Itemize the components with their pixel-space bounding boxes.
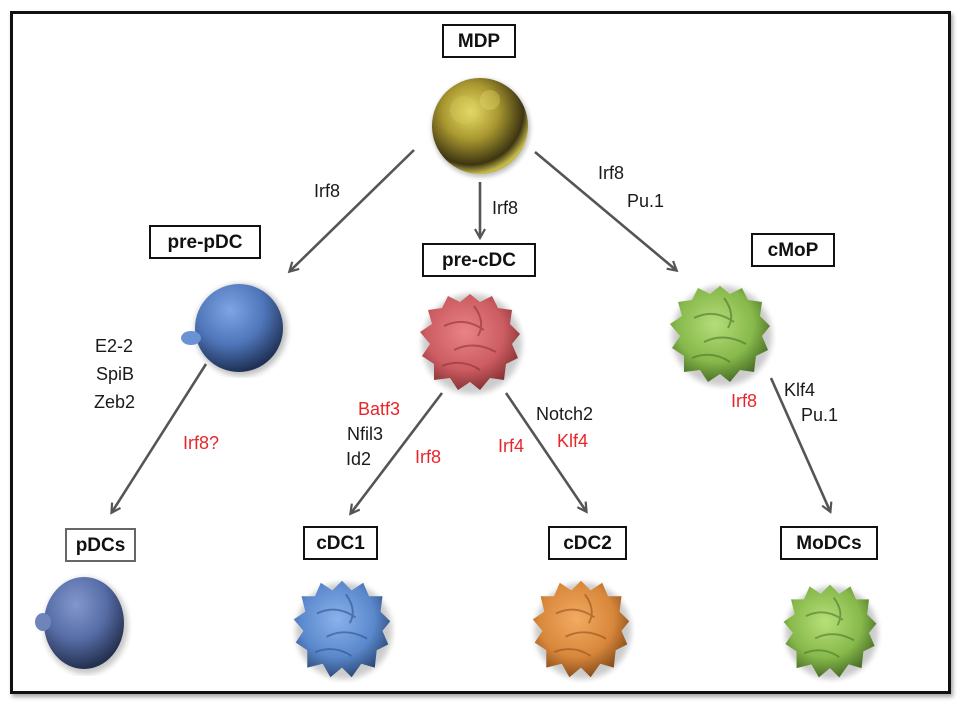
arrow-pre-cdc-to-cdc1: [351, 392, 444, 513]
node-label-mdp: MDP: [442, 24, 516, 58]
node-label-pre-pdc: pre-pDC: [149, 225, 261, 259]
regulator-mdp-pre-pdc-irf8: Irf8: [314, 181, 341, 201]
regulator-mdp-cmop-irf8: Irf8: [598, 163, 625, 183]
cdc1-cell-icon: [293, 580, 393, 680]
regulator-cdc2-klf4: Klf4: [557, 431, 589, 451]
node-label-cdc2: cDC2: [548, 526, 627, 560]
regulator-cdc1-nfil3: Nfil3: [347, 424, 384, 444]
regulator-cdc2-irf4: Irf4: [498, 436, 525, 456]
arrow-cmop-to-modcs: [769, 377, 830, 511]
modcs-cell-icon: [783, 584, 879, 680]
regulator-pdc-spib: SpiB: [96, 364, 135, 384]
pre-cdc-cell-icon: [420, 294, 522, 394]
pre-pdc-cell-icon: [181, 284, 287, 376]
regulator-modcs-irf8: Irf8: [731, 391, 758, 411]
regulator-pdc-e2-2: E2-2: [95, 336, 134, 356]
regulator-mdp-cmop-pu1: Pu.1: [627, 191, 665, 211]
regulator-pdc-irf8: Irf8?: [183, 433, 220, 453]
node-label-pdcs: pDCs: [65, 528, 136, 562]
regulator-cdc2-notch2: Notch2: [536, 404, 594, 424]
regulator-modcs-pu1: Pu.1: [801, 405, 839, 425]
pdcs-cell-icon: [35, 577, 128, 674]
regulator-modcs-klf4: Klf4: [784, 380, 816, 400]
node-label-pre-cdc: pre-cDC: [422, 243, 536, 277]
arrow-pre-cdc-to-cdc2: [504, 392, 586, 511]
regulator-mdp-pre-cdc-irf8: Irf8: [492, 198, 519, 218]
cdc2-cell-icon: [532, 580, 632, 680]
mdp-cell-icon: [432, 78, 530, 177]
node-label-cdc1: cDC1: [303, 526, 378, 560]
node-label-cmop: cMoP: [751, 233, 835, 267]
regulator-cdc1-id2: Id2: [346, 449, 372, 469]
arrow-mdp-to-pre-pdc: [290, 149, 415, 271]
cmop-cell-icon: [670, 286, 772, 386]
node-label-modcs: MoDCs: [780, 526, 878, 560]
arrow-pre-pdc-to-pdcs: [112, 363, 208, 512]
arrow-mdp-to-cmop: [534, 151, 676, 270]
regulator-pdc-zeb2: Zeb2: [94, 392, 136, 412]
regulator-cdc1-batf3: Batf3: [358, 399, 401, 419]
regulator-cdc1-irf8: Irf8: [415, 447, 442, 467]
